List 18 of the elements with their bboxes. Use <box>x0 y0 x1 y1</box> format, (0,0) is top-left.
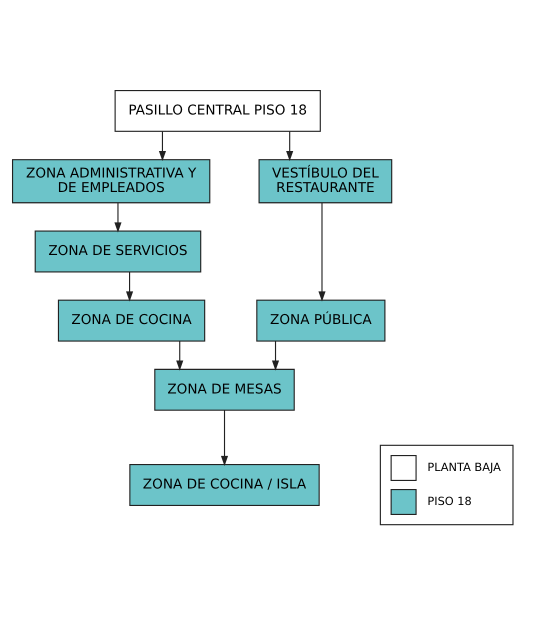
arrow <box>114 203 122 233</box>
arrow <box>126 272 134 302</box>
legend-label: PLANTA BAJA <box>427 460 501 474</box>
node-box: PASILLO CENTRAL PISO 18 <box>114 90 321 132</box>
arrow <box>220 410 228 466</box>
arrow <box>176 341 184 371</box>
arrow <box>272 341 280 371</box>
node-box: ZONA DE COCINA <box>58 300 206 342</box>
arrow <box>318 203 326 302</box>
node-box: ZONA DE SERVICIOS <box>34 230 202 272</box>
node-box: ZONA ADMINISTRATIVA Y DE EMPLEADOS <box>12 159 210 204</box>
arrow <box>286 132 294 162</box>
node-box: ZONA DE COCINA / ISLA <box>129 464 320 506</box>
arrow <box>158 132 166 162</box>
legend-label: PISO 18 <box>427 494 472 508</box>
node-box: VESTÍBULO DEL RESTAURANTE <box>258 159 392 204</box>
node-box: ZONA DE MESAS <box>154 368 295 411</box>
node-box: ZONA PÚBLICA <box>256 300 386 342</box>
